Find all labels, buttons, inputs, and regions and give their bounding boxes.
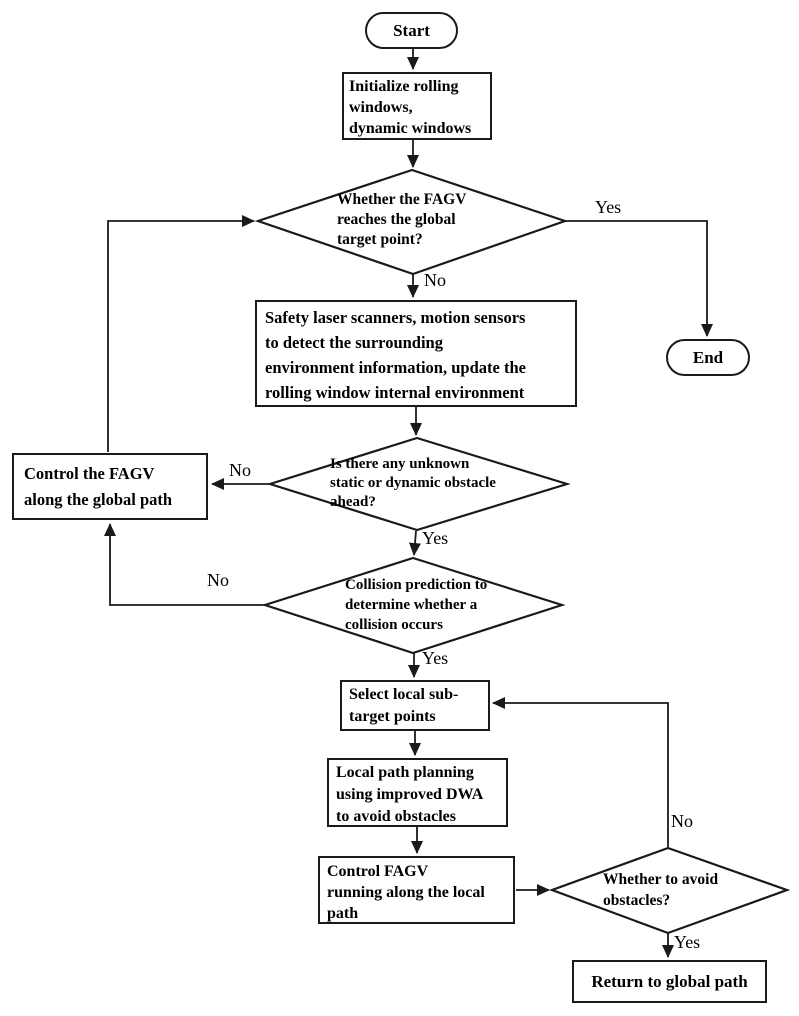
arrow-control-global-to-reach-target (107, 215, 255, 452)
end-node: End (666, 339, 750, 376)
edge-label-yes: Yes (674, 932, 701, 952)
control-local-path-box: Control FAGV running along the local pat… (318, 856, 515, 924)
decision-collision-label: Collision prediction to determine whethe… (345, 577, 488, 633)
decision-obstacle-label: Is there any unknown static or dynamic o… (330, 456, 496, 510)
select-subtarget-box: Select local sub- target points (340, 680, 490, 731)
decision-diamond-collision (261, 556, 566, 655)
arrow-collision-no-to-control-global (104, 523, 265, 606)
init-windows-box: Initialize rolling windows, dynamic wind… (342, 72, 492, 140)
return-global-path-box: Return to global path (572, 960, 767, 1003)
edge-label-yes: Yes (595, 197, 622, 217)
decision-diamond-obstacle (266, 436, 571, 532)
edge-label-no: No (229, 460, 251, 480)
safety-scanners-box: Safety laser scanners, motion sensors to… (255, 300, 577, 407)
edge-label-yes: Yes (422, 648, 449, 668)
start-node: Start (365, 12, 458, 49)
control-global-path-box: Control the FAGV along the global path (12, 453, 208, 520)
edge-label-yes: Yes (422, 528, 449, 548)
arrow-reach-target-yes-to-end (565, 220, 713, 337)
arrow-obstacle-yes-to-collision (409, 530, 421, 556)
decision-reach-target-label: Whether the FAGV reaches the global targ… (337, 191, 467, 248)
arrow-avoid-no-to-select (492, 697, 669, 847)
edge-label-no: No (424, 270, 446, 290)
local-path-planning-box: Local path planning using improved DWA t… (327, 758, 508, 827)
decision-avoid-label: Whether to avoid obstacles? (603, 871, 719, 909)
edge-label-no: No (207, 570, 229, 590)
edge-label-no: No (671, 811, 693, 831)
